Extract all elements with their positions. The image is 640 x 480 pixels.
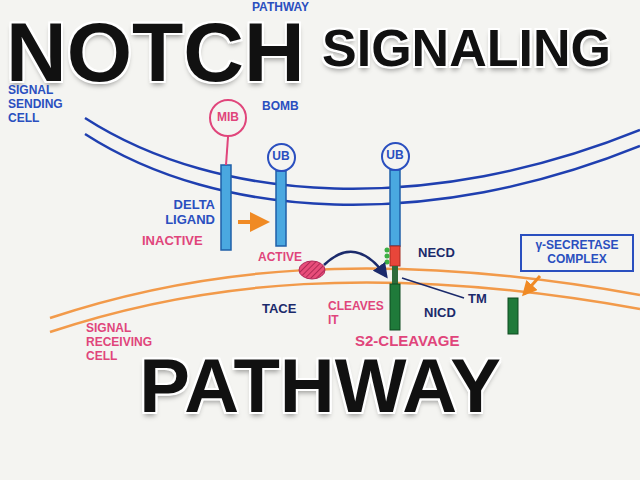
receiving-membrane [50, 282, 640, 332]
sending-membrane [85, 118, 640, 189]
node-text: UB [386, 149, 403, 163]
mib-link [226, 137, 228, 165]
node-text: UB [272, 150, 289, 164]
cleavage-label: S2-CLEAVAGE [355, 332, 459, 349]
faint-heading: PATHWAY [252, 1, 309, 15]
state-label: ACTIVE [258, 251, 302, 265]
egf-dot [385, 248, 390, 253]
enzyme-label: TACE [262, 302, 296, 317]
title-word: PATHWAY [0, 348, 640, 424]
title: NOTCH [6, 10, 305, 94]
cell-label: SIGNAL SENDING CELL [8, 84, 82, 125]
nicd-part [390, 284, 400, 330]
complex-box: γ-SECRETASE COMPLEX [520, 234, 634, 272]
tace-enzyme [299, 261, 325, 279]
sending-membrane [85, 134, 640, 205]
nicd-fragment [508, 298, 518, 334]
delta-ligand [390, 170, 400, 246]
delta-ligand [221, 165, 231, 250]
ligand-label: DELTA LIGAND [135, 198, 215, 228]
title-word: SIGNALING [322, 22, 611, 74]
cleave-arrow [324, 252, 386, 276]
tm-leader [402, 278, 464, 298]
ubiquitin-circle: UB [381, 142, 410, 171]
node-text: γ-SECRETASE COMPLEX [522, 239, 632, 267]
state-label: INACTIVE [142, 234, 203, 249]
domain-label: NICD [424, 306, 456, 321]
note-label: CLEAVES IT [328, 300, 388, 328]
domain-label: NECD [418, 246, 455, 261]
domain-label: TM [468, 292, 487, 307]
delta-ligand [276, 171, 286, 246]
egf-dot [385, 254, 390, 259]
tm-part [392, 266, 398, 284]
egf-dot [385, 260, 390, 265]
secretase-arrow [524, 276, 540, 294]
necd-part [390, 246, 400, 266]
enzyme-label: BOMB [262, 100, 299, 114]
node-text: MIB [217, 111, 239, 125]
ubiquitin-circle: UB [267, 143, 296, 172]
activation-arrow [238, 220, 266, 224]
enzyme-circle: MIB [209, 99, 247, 137]
